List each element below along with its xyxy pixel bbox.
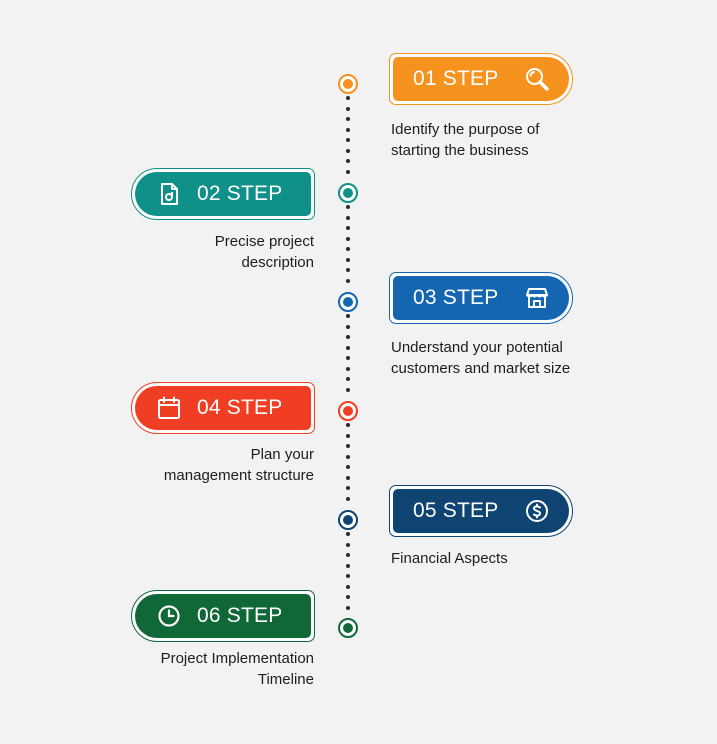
connector-dot: [346, 169, 350, 174]
connector-dot: [346, 148, 350, 153]
timeline-node-6: [338, 618, 358, 638]
step-2-description: Precise project description: [214, 233, 314, 271]
connector-dot: [346, 553, 350, 557]
connector-dot: [346, 377, 350, 381]
step-2-pill: 02 STEP: [131, 168, 315, 220]
step-5-label: 05 STEP: [413, 499, 499, 522]
step-1-label: 01 STEP: [413, 67, 499, 90]
connector-dot: [346, 486, 350, 490]
connector-dot: [346, 595, 350, 599]
magnifier-icon: [523, 65, 551, 93]
connector-dot: [346, 563, 350, 568]
connector-dot: [346, 226, 350, 230]
step-3-label: 03 STEP: [413, 286, 499, 309]
connector-dot: [346, 496, 350, 501]
connector-dot: [346, 387, 350, 392]
document-icon: [155, 180, 183, 208]
timeline-node-5: [338, 510, 358, 530]
calendar-icon: [155, 394, 183, 422]
step-4-pill: 04 STEP: [131, 382, 315, 434]
connector-dot: [346, 335, 350, 339]
connector-dot: [346, 475, 350, 480]
connector-dot: [346, 96, 350, 100]
timeline-node-3: [338, 292, 358, 312]
step-6-pill: 06 STEP: [131, 590, 315, 642]
connector-dot: [346, 605, 350, 610]
connector-dot: [346, 159, 350, 163]
connector-dot: [346, 278, 350, 283]
step-1-description: Identify the purpose of starting the bus…: [391, 121, 540, 159]
clock-icon: [155, 602, 183, 630]
connector-dot: [346, 532, 350, 536]
step-5-description: Financial Aspects: [391, 550, 508, 567]
connector-dot: [346, 444, 350, 448]
dollar-coin-icon: [523, 497, 551, 525]
connector-dot: [346, 584, 350, 589]
timeline-node-1: [338, 74, 358, 94]
connector-dot: [346, 366, 350, 371]
connector-dot: [346, 127, 350, 132]
storefront-icon: [523, 284, 551, 312]
connector-dot: [346, 345, 350, 350]
connector-dot: [346, 324, 350, 329]
connector-dot: [346, 138, 350, 142]
connector-dot: [346, 423, 350, 427]
connector-dot: [346, 314, 350, 318]
connector-dot: [346, 215, 350, 220]
connector-dot: [346, 574, 350, 578]
step-4-description: Plan your management structure: [163, 446, 314, 484]
step-5-pill: 05 STEP: [389, 485, 573, 537]
connector-dot: [346, 236, 350, 241]
connector-dot: [346, 205, 350, 209]
step-6-label: 06 STEP: [197, 604, 283, 627]
step-1-pill: 01 STEP: [389, 53, 573, 105]
connector-dot: [346, 257, 350, 262]
connector-dot: [346, 356, 350, 360]
connector-dot: [346, 542, 350, 547]
connector-dot: [346, 268, 350, 272]
connector-dot: [346, 106, 350, 111]
connector-dot: [346, 465, 350, 469]
step-3-description: Understand your potential customers and …: [391, 339, 571, 377]
timeline-node-2: [338, 183, 358, 203]
connector-dot: [346, 247, 350, 251]
connector-dot: [346, 454, 350, 459]
connector-dot: [346, 433, 350, 438]
step-4-label: 04 STEP: [197, 396, 283, 419]
timeline-node-4: [338, 401, 358, 421]
step-3-pill: 03 STEP: [389, 272, 573, 324]
step-2-label: 02 STEP: [197, 182, 283, 205]
connector-dot: [346, 117, 350, 121]
step-6-description: Project Implementation Timeline: [160, 650, 314, 688]
